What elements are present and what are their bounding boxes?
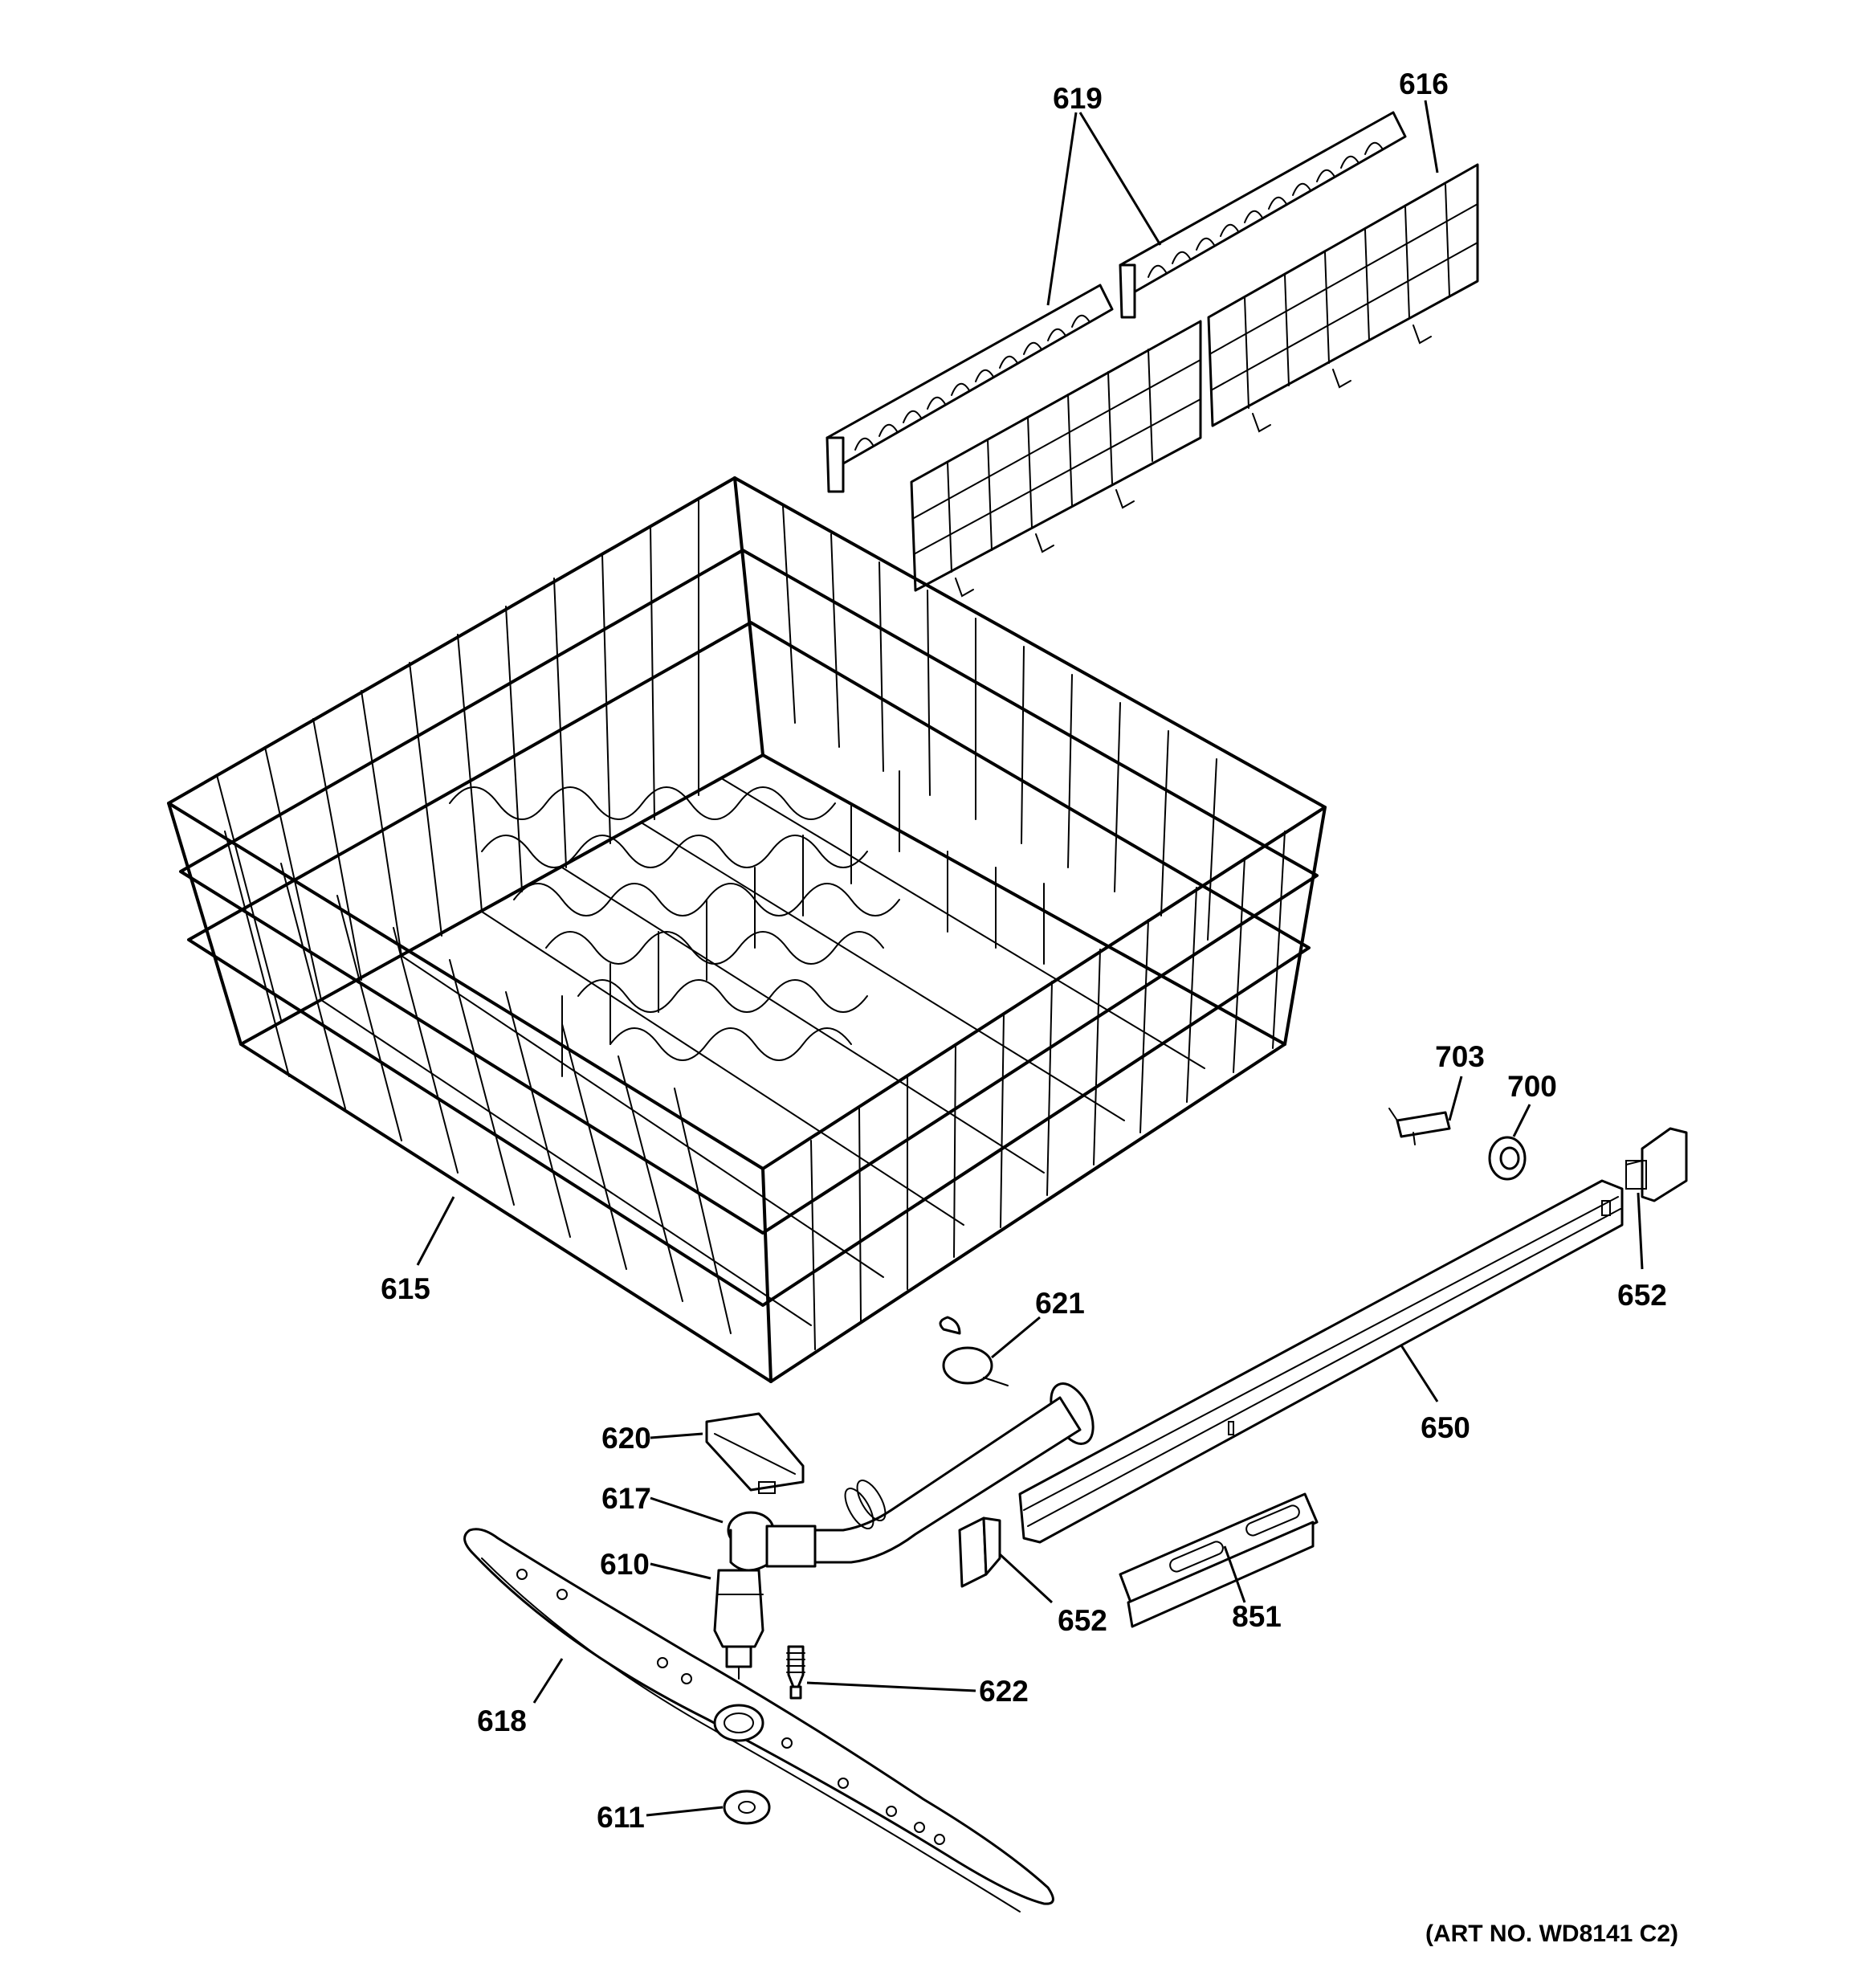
part-620-cover [705, 1412, 805, 1494]
callout-616: 616 [1399, 67, 1449, 100]
callout-611: 611 [597, 1801, 645, 1834]
part-619-tine-row-right [1119, 111, 1407, 319]
callout-617: 617 [601, 1482, 651, 1515]
callout-652-right: 652 [1617, 1279, 1667, 1312]
callout-703: 703 [1435, 1040, 1485, 1073]
art-number: (ART NO. WD8141 C2) [1425, 1921, 1678, 1947]
part-652-end-stop-right [1625, 1127, 1688, 1202]
part-619-tine-row-left [826, 284, 1114, 493]
callout-621: 621 [1035, 1287, 1085, 1320]
callout-650: 650 [1421, 1411, 1470, 1444]
part-610-bearing [713, 1569, 764, 1680]
callout-labels: 619 616 615 703 700 652 621 650 620 617 … [381, 67, 1667, 1834]
callout-652-left: 652 [1058, 1604, 1107, 1637]
part-611-washer [723, 1790, 771, 1825]
part-703-pin [1388, 1108, 1451, 1145]
part-617-conduit [727, 1382, 1095, 1572]
callout-618: 618 [477, 1704, 527, 1737]
callout-700: 700 [1507, 1070, 1557, 1103]
part-616-rack-frame-left [910, 320, 1202, 598]
part-650-rail [1018, 1179, 1624, 1544]
callout-610: 610 [600, 1548, 650, 1581]
part-615-upper-rack [167, 476, 1327, 1383]
part-652-end-stop-left [958, 1517, 1001, 1588]
leader-lines [416, 100, 1644, 1817]
callout-620: 620 [601, 1422, 651, 1455]
part-700-bushing [1488, 1136, 1527, 1181]
part-622-screw [786, 1645, 805, 1700]
part-851-slider [1119, 1492, 1319, 1628]
part-616-rack-frame-right [1207, 163, 1479, 433]
callout-619: 619 [1053, 82, 1103, 115]
part-618-spray-arm [463, 1528, 1054, 1912]
callout-615: 615 [381, 1272, 430, 1305]
callout-622: 622 [979, 1675, 1029, 1708]
callout-851: 851 [1232, 1600, 1282, 1633]
part-621-clamp [939, 1316, 1009, 1386]
